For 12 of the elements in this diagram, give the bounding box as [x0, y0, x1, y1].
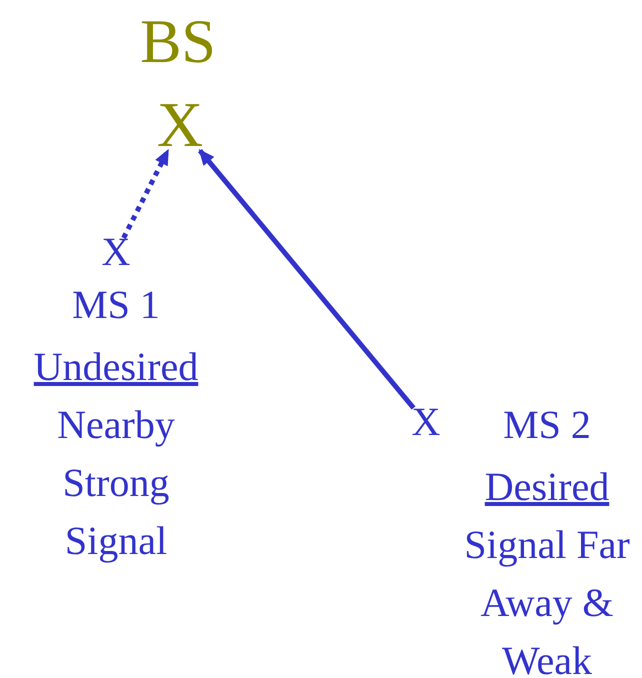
signal-arrow [198, 149, 416, 410]
station-label: BS [139, 22, 217, 62]
signal-description: Nearby Strong Signal [56, 401, 176, 565]
signal-type-label: Undesired [32, 347, 200, 387]
station-mark: X [412, 402, 440, 442]
station-mark: X [102, 232, 130, 272]
signal-arrow [121, 148, 170, 240]
station-label: MS 1 [71, 285, 161, 325]
station-label: MS 2 [502, 405, 592, 445]
signal-type-label: Desired [484, 467, 610, 507]
station-mark: X [156, 93, 204, 157]
signal-description: Signal Far Away & Weak [463, 521, 631, 678]
